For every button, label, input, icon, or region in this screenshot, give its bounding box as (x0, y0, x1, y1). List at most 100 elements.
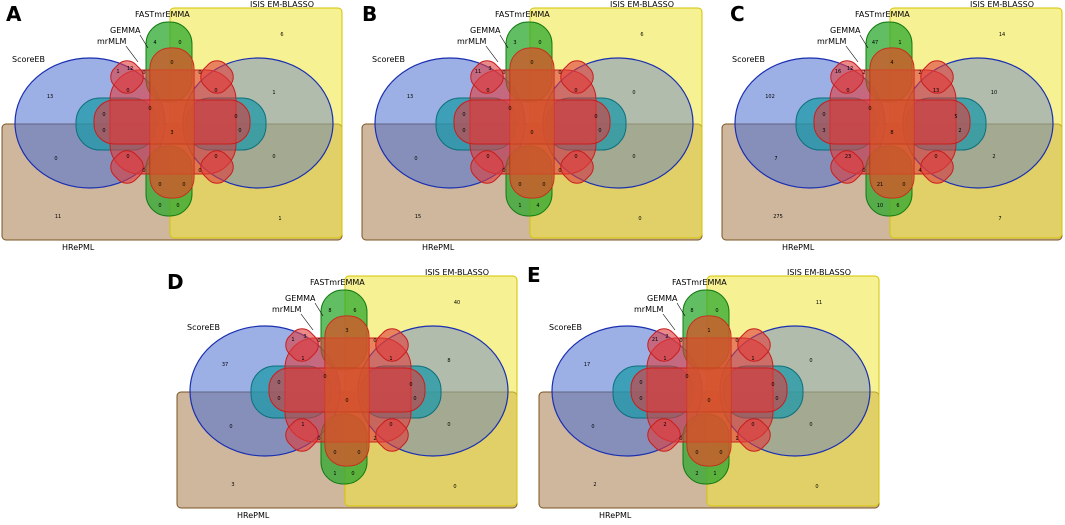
ring-counts: 0 0 0 0 0 0 0 0 0 0 0 0 0 0 0 0 (462, 60, 601, 188)
ring-count: 0 (868, 106, 871, 112)
ring-count: 0 (486, 88, 489, 94)
count-fastmremma-only: 8 (328, 308, 331, 314)
count-gemma-top: 3 (303, 334, 306, 340)
label-gemma: GEMMA (830, 26, 861, 35)
count-scoreeb-hrepml: 7 (774, 156, 777, 162)
count-isis-hrepml-low: 1 (278, 216, 281, 222)
ring-count: 1 (735, 436, 738, 442)
ring-count: 0 (142, 168, 145, 174)
ring-count: 2 (862, 70, 865, 76)
count-fast-bottom-left: 10 (877, 203, 883, 209)
panel-letter: A (6, 2, 22, 26)
ring-count: 0 (679, 338, 682, 344)
label-scoreeb: ScoreEB (187, 323, 220, 332)
ring-count: 0 (142, 70, 145, 76)
ring-count: 4 (918, 168, 921, 174)
panel-e: E ISIS EM-BLASSO FASTmrEMMA GEMMA (527, 263, 882, 520)
ring-count: 0 (771, 382, 774, 388)
gemma-leader (676, 302, 686, 317)
ring-count: 0 (317, 338, 320, 344)
label-scoreeb: ScoreEB (549, 323, 582, 332)
ring-count: 0 (574, 88, 577, 94)
count-scoreeb-only: 17 (584, 362, 590, 368)
ring-count: 0 (102, 112, 105, 118)
count-isis-only: 14 (999, 32, 1005, 38)
mrmlm-set (268, 315, 426, 467)
count-center: 0 (530, 130, 533, 136)
count-scoreeb-hrepml: 0 (229, 424, 232, 430)
count-isis-only: 11 (816, 300, 822, 306)
count-scoreeb-only: 37 (222, 362, 228, 368)
count-fast-bottom-left: 2 (695, 471, 698, 477)
count-scoreeb-hrepml: 0 (591, 424, 594, 430)
gemma-leader (314, 302, 324, 317)
ring-count: 0 (462, 112, 465, 118)
panel-letter: D (167, 270, 184, 294)
ring-count: 2 (958, 128, 961, 134)
ring-count: 0 (170, 60, 173, 66)
ring-counts: 4 2 13 5 2 0 4 0 21 0 23 3 0 0 2 0 (822, 60, 961, 188)
ring-count: 0 (735, 338, 738, 344)
count-fast-bottom-right: 1 (713, 471, 716, 477)
ring-count: 2 (373, 436, 376, 442)
mrmlm-set (93, 47, 251, 199)
ring-count: 0 (695, 450, 698, 456)
ring-count: 0 (182, 182, 185, 188)
count-mrmlm-top: 16 (835, 69, 841, 75)
ring-count: 0 (357, 450, 360, 456)
count-fast-bottom-right: 0 (351, 471, 354, 477)
count-fastmremma-isis: 1 (898, 40, 901, 46)
label-scoreeb: ScoreEB (372, 55, 405, 64)
ring-count: 0 (639, 380, 642, 386)
count-isis-scoreeb: 1 (272, 90, 275, 96)
count-isis-scoreeb: 8 (447, 358, 450, 364)
mrmlm-leader (125, 45, 139, 63)
panel-c: C ISIS EM-BLASSO FASTmrEMMA GEMMA (720, 0, 1065, 252)
count-isis-hrepml: 0 (447, 422, 450, 428)
ring-count: 3 (822, 128, 825, 134)
label-gemma: GEMMA (470, 26, 501, 35)
ring-count: 3 (345, 328, 348, 334)
ring-count: 0 (775, 396, 778, 402)
ring-count: 0 (542, 182, 545, 188)
ring-count: 0 (502, 168, 505, 174)
label-fastmremma: FASTmrEMMA (855, 10, 910, 19)
count-isis-hrepml: 0 (272, 154, 275, 160)
count-isis-scoreeb: 10 (991, 90, 997, 96)
ring-count: 1 (751, 356, 754, 362)
venn-diagram: ISIS EM-BLASSO FASTmrEMMA GEMMA mrMLM Sc… (721, 0, 1063, 252)
mrmlm-leader (300, 313, 314, 331)
panel-letter: E (527, 263, 541, 287)
count-fastmremma-only: 4 (153, 40, 156, 46)
ring-count: 0 (198, 70, 201, 76)
venn-diagram: ISIS EM-BLASSO FASTmrEMMA GEMMA mrMLM Sc… (538, 268, 880, 520)
label-isis: ISIS EM-BLASSO (970, 0, 1034, 9)
panel-letter: B (362, 2, 378, 26)
count-center: 8 (890, 130, 893, 136)
count-mrmlm-top: 1 (291, 337, 294, 343)
ring-count: 0 (486, 154, 489, 160)
label-fastmremma: FASTmrEMMA (135, 10, 190, 19)
count-fast-bottom-right: 6 (896, 203, 899, 209)
core-overlap (150, 48, 194, 198)
ring-count: 0 (238, 128, 241, 134)
count-gemma-top: 12 (847, 66, 853, 72)
count-fastmremma-only: 47 (872, 40, 878, 46)
ring-count: 0 (518, 182, 521, 188)
label-gemma: GEMMA (285, 294, 316, 303)
count-scoreeb-hrepml: 0 (54, 156, 57, 162)
ring-count: 0 (389, 422, 392, 428)
count-isis-hrepml-low: 0 (453, 484, 456, 490)
label-isis: ISIS EM-BLASSO (425, 268, 489, 277)
ring-count: 0 (598, 128, 601, 134)
count-isis-scoreeb: 0 (632, 90, 635, 96)
gemma-leader (859, 34, 869, 49)
label-fastmremma: FASTmrEMMA (495, 10, 550, 19)
ring-count: 0 (126, 154, 129, 160)
ring-count: 0 (234, 114, 237, 120)
ring-count: 23 (845, 154, 851, 160)
ring-count: 0 (214, 88, 217, 94)
label-hrepml: HRePML (237, 511, 270, 520)
count-isis-hrepml-low: 7 (998, 216, 1001, 222)
count-fastmremma-only: 8 (690, 308, 693, 314)
